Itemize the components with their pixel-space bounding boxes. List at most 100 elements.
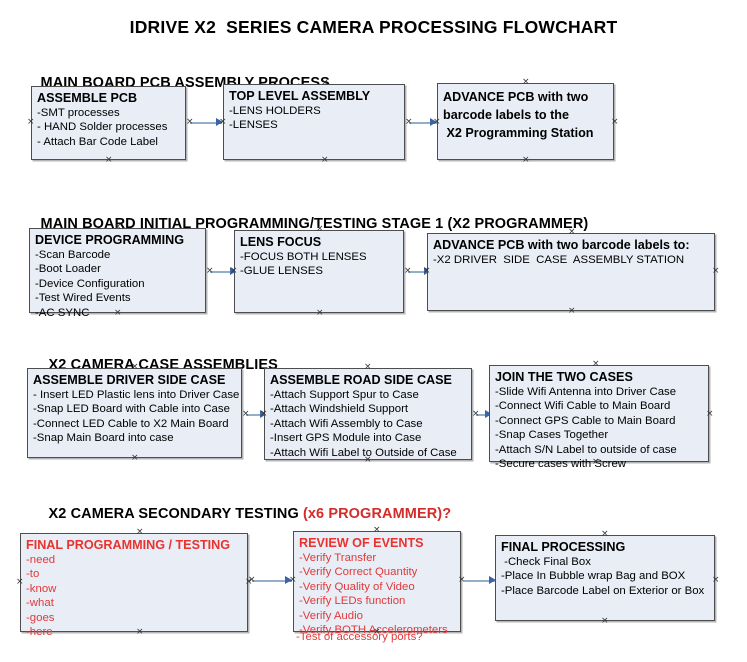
- box-content: JOIN THE TWO CASES -Slide Wifi Antenna i…: [495, 370, 706, 471]
- resize-handle-top[interactable]: [316, 226, 323, 233]
- resize-handle-top[interactable]: [114, 224, 121, 231]
- box-line: -Place In Bubble wrap Bag and BOX: [501, 570, 686, 583]
- resize-handle-bottom[interactable]: [601, 618, 608, 625]
- box-content: REVIEW OF EVENTS -Verify Transfer -Verif…: [299, 536, 458, 637]
- box-header: ADVANCE PCB with two barcode labels to t…: [443, 90, 594, 140]
- resize-handle-top[interactable]: [136, 529, 143, 536]
- box-header: ADVANCE PCB with two barcode labels to:: [433, 238, 690, 252]
- resize-handle-left[interactable]: [433, 119, 440, 126]
- box-line: -FOCUS BOTH LENSES: [240, 251, 367, 263]
- resize-handle-bottom[interactable]: [522, 157, 529, 164]
- connector-handle-start[interactable]: [242, 411, 249, 418]
- box-line: -Device Configuration: [35, 277, 145, 290]
- box-advance-pcb-driver-side-case[interactable]: ADVANCE PCB with two barcode labels to: …: [427, 233, 715, 311]
- resize-handle-bottom[interactable]: [373, 629, 380, 636]
- box-content: FINAL PROGRAMMING / TESTING -need -to -k…: [26, 538, 245, 639]
- box-line: -Connect LED Cable to X2 Main Board: [33, 417, 229, 430]
- resize-handle-bottom[interactable]: [131, 455, 138, 462]
- resize-handle-top[interactable]: [601, 531, 608, 538]
- resize-handle-top[interactable]: [131, 364, 138, 371]
- resize-handle-top[interactable]: [105, 82, 112, 89]
- box-line: -AC SYNC: [35, 306, 90, 319]
- box-line: -Snap Main Board into case: [33, 432, 174, 445]
- resize-handle-top[interactable]: [364, 364, 371, 371]
- resize-handle-bottom[interactable]: [592, 459, 599, 466]
- resize-handle-bottom[interactable]: [136, 629, 143, 636]
- box-content: ASSEMBLE DRIVER SIDE CASE - Insert LED P…: [33, 373, 239, 446]
- box-content: ASSEMBLE ROAD SIDE CASE -Attach Support …: [270, 373, 469, 460]
- box-line: -what: [26, 597, 54, 610]
- box-header: FINAL PROCESSING: [501, 540, 626, 554]
- section-title-x2-camera-secondary-testing: X2 CAMERA SECONDARY TESTING (x6 PROGRAMM…: [32, 490, 452, 538]
- resize-handle-top[interactable]: [373, 527, 380, 534]
- box-line: -Verify LEDs function: [299, 595, 406, 608]
- box-line: -need: [26, 554, 56, 566]
- box-join-the-two-cases[interactable]: JOIN THE TWO CASES -Slide Wifi Antenna i…: [489, 365, 709, 470]
- box-header: LENS FOCUS: [240, 235, 322, 249]
- connector-arrowhead: [485, 410, 492, 418]
- resize-handle-top[interactable]: [522, 79, 529, 86]
- box-line: - HAND Solder processes: [37, 121, 168, 134]
- box-assemble-pcb[interactable]: ASSEMBLE PCB -SMT processes - HAND Solde…: [31, 86, 186, 160]
- connector-handle-start[interactable]: [404, 268, 411, 275]
- box-line: -Attach Wifi Assembly to Case: [270, 417, 423, 430]
- box-header: REVIEW OF EVENTS: [299, 536, 424, 550]
- resize-handle-bottom[interactable]: [105, 157, 112, 164]
- resize-handle-left[interactable]: [260, 411, 267, 418]
- connector-review-of-events-to-final-processing: [464, 580, 496, 582]
- box-line: -Verify Audio: [299, 609, 363, 622]
- resize-handle-bottom[interactable]: [321, 157, 328, 164]
- resize-handle-right[interactable]: [712, 577, 719, 584]
- box-line: -Secure cases with Screw: [495, 458, 627, 471]
- resize-handle-right[interactable]: [712, 268, 719, 275]
- box-header: DEVICE PROGRAMMING: [35, 233, 185, 247]
- box-line: -Verify Transfer: [299, 552, 377, 564]
- box-line: -Place Barcode Label on Exterior or Box: [501, 584, 705, 597]
- box-line: -Connect Wifi Cable to Main Board: [495, 400, 671, 413]
- box-assemble-road-side-case[interactable]: ASSEMBLE ROAD SIDE CASE -Attach Support …: [264, 368, 472, 460]
- box-line: -Test Wired Events: [35, 292, 131, 305]
- connector-handle-start[interactable]: [186, 119, 193, 126]
- box-line: -Attach Windshield Support: [270, 403, 409, 416]
- connector-final-programming-to-review-of-events: [252, 580, 292, 582]
- resize-handle-left[interactable]: [16, 579, 23, 586]
- box-device-programming[interactable]: DEVICE PROGRAMMING -Scan Barcode -Boot L…: [29, 228, 206, 319]
- box-line: -Attach S/N Label to outside of case: [495, 443, 677, 456]
- resize-handle-right[interactable]: [611, 119, 618, 126]
- box-line: -to: [26, 568, 40, 581]
- box-assemble-driver-side-case[interactable]: ASSEMBLE DRIVER SIDE CASE - Insert LED P…: [27, 368, 242, 458]
- connector-handle-start[interactable]: [472, 411, 479, 418]
- box-content: ADVANCE PCB with two barcode labels to: …: [433, 238, 712, 267]
- resize-handle-bottom[interactable]: [114, 310, 121, 317]
- box-review-of-events[interactable]: REVIEW OF EVENTS -Verify Transfer -Verif…: [293, 531, 461, 636]
- box-line: -LENSES: [229, 119, 278, 132]
- connector-arrowhead: [489, 576, 496, 584]
- box-final-programming-testing[interactable]: FINAL PROGRAMMING / TESTING -need -to -k…: [20, 533, 248, 638]
- resize-handle-bottom[interactable]: [568, 308, 575, 315]
- resize-handle-right[interactable]: [706, 411, 713, 418]
- resize-handle-left[interactable]: [423, 268, 430, 275]
- box-final-processing[interactable]: FINAL PROCESSING -Check Final Box -Place…: [495, 535, 715, 621]
- connector-handle-start[interactable]: [206, 268, 213, 275]
- box-header: ASSEMBLE ROAD SIDE CASE: [270, 373, 452, 387]
- connector-handle-start[interactable]: [248, 577, 255, 584]
- box-top-level-assembly[interactable]: TOP LEVEL ASSEMBLY -LENS HOLDERS -LENSES: [223, 84, 405, 160]
- box-line: -goes: [26, 611, 55, 624]
- box-lens-focus[interactable]: LENS FOCUS -FOCUS BOTH LENSES -GLUE LENS…: [234, 230, 404, 313]
- box-line: -LENS HOLDERS: [229, 105, 321, 117]
- resize-handle-left[interactable]: [230, 268, 237, 275]
- box-line: -Scan Barcode: [35, 249, 111, 261]
- resize-handle-top[interactable]: [321, 80, 328, 87]
- box-line: -Verify Correct Quantity: [299, 566, 418, 579]
- resize-handle-top[interactable]: [592, 361, 599, 368]
- box-advance-pcb-programming-station[interactable]: ADVANCE PCB with two barcode labels to t…: [437, 83, 614, 160]
- resize-handle-bottom[interactable]: [364, 457, 371, 464]
- resize-handle-left[interactable]: [289, 577, 296, 584]
- connector-handle-start[interactable]: [405, 119, 412, 126]
- box-content: TOP LEVEL ASSEMBLY -LENS HOLDERS -LENSES: [229, 89, 402, 133]
- box-line: -know: [26, 582, 57, 595]
- resize-handle-bottom[interactable]: [316, 310, 323, 317]
- resize-handle-left[interactable]: [219, 119, 226, 126]
- resize-handle-left[interactable]: [27, 119, 34, 126]
- resize-handle-top[interactable]: [568, 229, 575, 236]
